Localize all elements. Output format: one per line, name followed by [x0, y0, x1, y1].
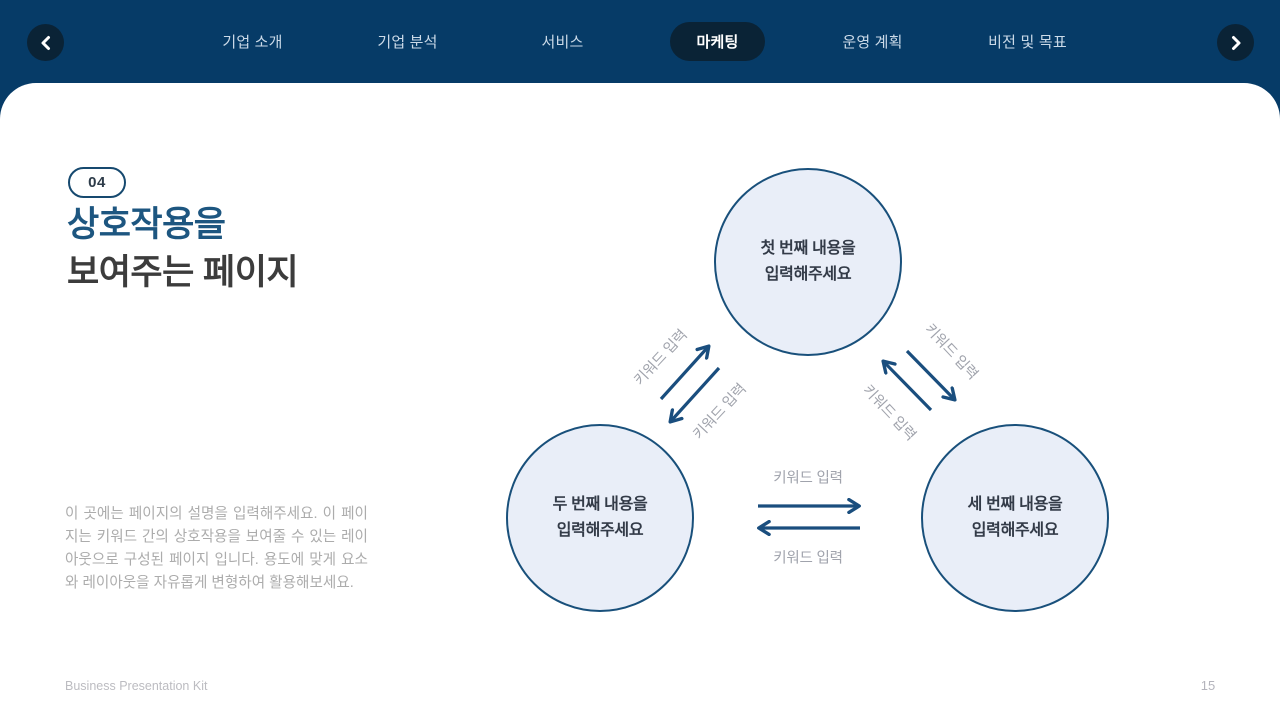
keyword-label-left-upper: 키워드 입력	[631, 327, 691, 389]
nav-item-company-intro[interactable]: 기업 소개	[222, 34, 283, 51]
page-title-line2: 보여주는 페이지	[67, 253, 299, 292]
nav-item-vision-goal[interactable]: 비전 및 목표	[988, 34, 1067, 51]
diagram-arrows	[659, 83, 1280, 720]
keyword-label-left-lower: 키워드 입력	[690, 381, 750, 443]
keyword-label-horizontal-top: 키워드 입력	[773, 470, 843, 487]
nav-item-marketing-active[interactable]: 마케팅	[640, 22, 795, 61]
page-number: 15	[1200, 678, 1216, 693]
top-navigation-bar: 기업 소개 기업 분석 서비스 마케팅 운영 계획 비전 및 목표	[0, 0, 1280, 83]
footer-brand: Business Presentation Kit	[65, 679, 208, 693]
nav-item-service[interactable]: 서비스	[541, 34, 584, 51]
diagram-circle-second: 두 번째 내용을 입력해주세요	[506, 424, 694, 612]
diagram-circle-third: 세 번째 내용을 입력해주세요	[921, 424, 1109, 612]
diagram-circle-first: 첫 번째 내용을 입력해주세요	[714, 168, 902, 356]
prev-slide-button[interactable]	[27, 24, 64, 61]
circle-second-text: 두 번째 내용을 입력해주세요	[552, 496, 648, 539]
page-title-line1: 상호작용을	[67, 205, 226, 244]
page-description: 이 곳에는 페이지의 설명을 입력해주세요. 이 페이지는 키워드 간의 상호작…	[65, 506, 368, 591]
circle-first-text: 첫 번째 내용을 입력해주세요	[760, 240, 856, 283]
keyword-label-right-upper: 키워드 입력	[921, 321, 981, 383]
section-number-badge: 04	[68, 167, 126, 198]
nav-menu: 기업 소개 기업 분석 서비스 마케팅 운영 계획 비전 및 목표	[175, 0, 1105, 83]
nav-item-company-analysis[interactable]: 기업 분석	[377, 34, 438, 51]
chevron-left-icon	[38, 35, 54, 51]
keyword-label-horizontal-bottom: 키워드 입력	[773, 550, 843, 567]
keyword-label-right-lower: 키워드 입력	[859, 382, 919, 444]
slide-card: 04 상호작용을 보여주는 페이지 이 곳에는 페이지의 설명을 입력해주세요.…	[0, 83, 1280, 720]
next-slide-button[interactable]	[1217, 24, 1254, 61]
page-title: 상호작용을 보여주는 페이지	[67, 201, 299, 297]
nav-item-operation-plan[interactable]: 운영 계획	[842, 34, 903, 51]
circle-third-text: 세 번째 내용을 입력해주세요	[967, 496, 1063, 539]
chevron-right-icon	[1228, 35, 1244, 51]
